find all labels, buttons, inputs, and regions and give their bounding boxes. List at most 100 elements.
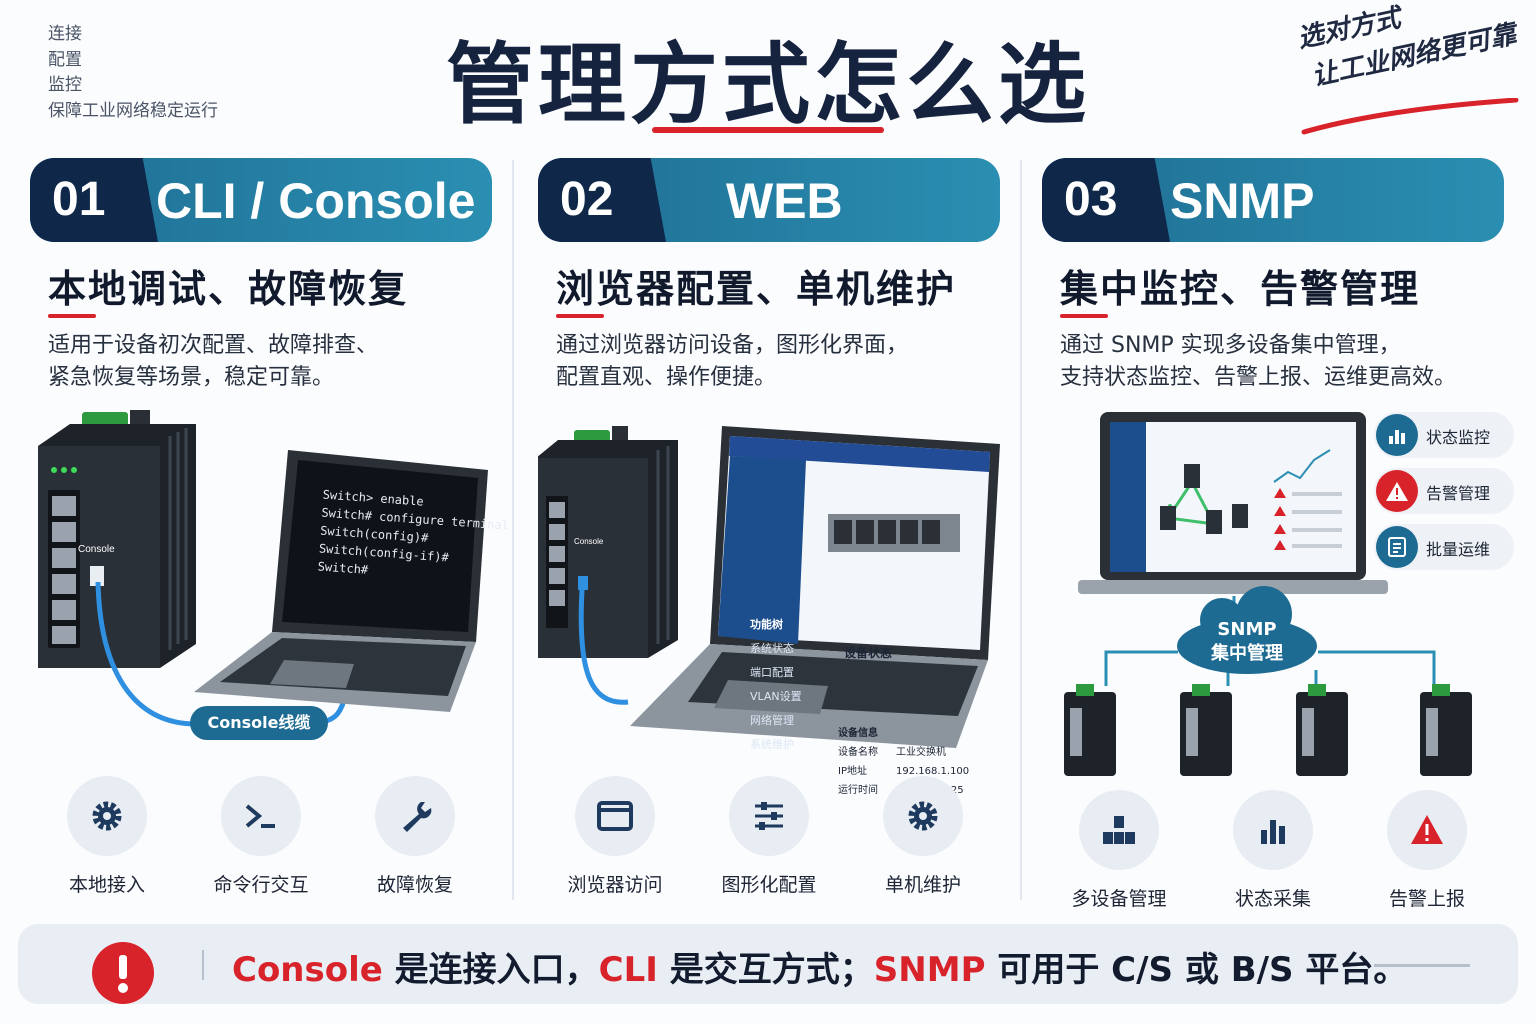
footer-highlight: CLI bbox=[598, 950, 658, 990]
page-title: 管理方式怎么选 bbox=[445, 33, 1090, 136]
footer-fragment: 是交互方式； bbox=[657, 950, 874, 990]
cloud-line: SNMP bbox=[1217, 619, 1277, 640]
tagline-line: 连接 bbox=[48, 24, 82, 44]
snmp-side-panel: 状态监控 告警管理 批量运维 bbox=[1374, 412, 1514, 580]
snmp-illustration: SNMP 集中管理 状态监控 告警管理 批量运维 bbox=[1042, 406, 1514, 776]
tagline-line: 保障工业网络稳定运行 bbox=[48, 100, 218, 121]
feature-label: 故障恢复 bbox=[376, 874, 453, 896]
console-port-label: Console bbox=[78, 544, 115, 555]
web-sidebar-menu: 功能树 系统状态 端口配置 VLAN设置 网络管理 系统维护 bbox=[750, 613, 840, 757]
feature-fault-recovery: 故障恢复 bbox=[350, 776, 480, 926]
feature-label: 状态采集 bbox=[1234, 888, 1311, 910]
monitoring-laptop-icon bbox=[1078, 412, 1388, 594]
column-cli-console: 01 CLI / Console 本地调试、故障恢复 适用于设备初次配置、故障排… bbox=[30, 158, 509, 918]
column-web: 02 WEB 浏览器配置、单机维护 通过浏览器访问设备，图形化界面， 配置直观、… bbox=[536, 158, 1000, 918]
switch-laptop-drawing: Console bbox=[38, 410, 488, 727]
info-value: 工业交换机 bbox=[896, 747, 946, 758]
feature-label: 本地接入 bbox=[68, 874, 145, 896]
web-info-row: 设备名称 工业交换机 bbox=[838, 743, 969, 762]
laptop-icon bbox=[194, 450, 488, 712]
footer-decor-line bbox=[1374, 964, 1470, 967]
web-menu-item[interactable]: 端口配置 bbox=[750, 666, 794, 679]
feature-alarm-report: 告警上报 bbox=[1362, 790, 1492, 940]
side-item-label: 状态监控 bbox=[1426, 428, 1491, 447]
feature-status-collection: 状态采集 bbox=[1208, 790, 1338, 940]
web-panel-title: 设备状态 bbox=[844, 646, 893, 660]
column-banner: 02 WEB bbox=[538, 158, 1000, 242]
description-line: 通过 SNMP 实现多设备集中管理， bbox=[1060, 333, 1401, 358]
column-description: 通过浏览器访问设备，图形化界面， 配置直观、操作便捷。 bbox=[556, 330, 996, 394]
description-line: 通过浏览器访问设备，图形化界面， bbox=[556, 333, 909, 358]
gear-icon bbox=[883, 776, 963, 856]
industrial-switch-icon bbox=[536, 426, 678, 658]
feature-multi-device: 多设备管理 bbox=[1054, 790, 1184, 940]
network-links bbox=[1104, 650, 1436, 686]
snmp-topology-drawing bbox=[1064, 412, 1472, 776]
footer-fragment: 可用于 C/S 或 B/S 平台。 bbox=[985, 950, 1408, 990]
column-snmp: 03 SNMP 集中监控、告警管理 通过 SNMP 实现多设备集中管理， 支持状… bbox=[1042, 158, 1514, 918]
tagline-line: 配置 bbox=[48, 49, 82, 70]
managed-switch-icons bbox=[1064, 692, 1472, 776]
side-item-batch-ops: 批量运维 bbox=[1374, 524, 1514, 570]
info-key: 运行时间 bbox=[838, 785, 878, 796]
console-cable-label: Console线缆 bbox=[190, 706, 328, 740]
switch-laptop-browser-drawing: Console bbox=[536, 426, 1000, 748]
description-line: 紧急恢复等场景，稳定可靠。 bbox=[48, 365, 335, 390]
browser-window-icon bbox=[575, 776, 655, 856]
cloud-icon bbox=[1177, 586, 1317, 674]
cloud-line: 集中管理 bbox=[1211, 643, 1283, 664]
footer-summary: Console 是连接入口，CLI 是交互方式；SNMP 可用于 C/S 或 B… bbox=[18, 924, 1518, 1004]
info-key: 设备名称 bbox=[838, 747, 878, 758]
banner-number-badge: 03 bbox=[1042, 158, 1170, 242]
column-heading: 集中监控、告警管理 bbox=[1060, 267, 1421, 311]
feature-label: 命令行交互 bbox=[213, 874, 309, 896]
tagline: 连接 配置 监控 保障工业网络稳定运行 bbox=[48, 22, 218, 124]
footer-highlight: SNMP bbox=[873, 950, 986, 990]
heading-accent-bar bbox=[556, 314, 604, 318]
column-heading: 浏览器配置、单机维护 bbox=[556, 267, 957, 311]
description-line: 适用于设备初次配置、故障排查、 bbox=[48, 333, 379, 358]
web-menu-item[interactable]: VLAN设置 bbox=[750, 690, 802, 703]
column-heading: 本地调试、故障恢复 bbox=[48, 267, 409, 311]
terminal-prompt-icon bbox=[221, 776, 301, 856]
banner-title: CLI / Console bbox=[156, 173, 476, 229]
web-info-title: 设备信息 bbox=[838, 728, 878, 739]
feature-label: 浏览器访问 bbox=[567, 874, 663, 896]
bar-chart-icon bbox=[1233, 790, 1313, 870]
web-info-row: IP地址 192.168.1.100 bbox=[838, 762, 969, 781]
heading-accent-bar bbox=[1060, 314, 1108, 318]
footer-separator bbox=[202, 950, 204, 980]
web-menu-item[interactable]: 系统维护 bbox=[750, 738, 794, 751]
column-divider bbox=[512, 160, 514, 900]
banner-number: 03 bbox=[1064, 173, 1118, 226]
warning-icon bbox=[1387, 790, 1467, 870]
footer-fragment: 是连接入口， bbox=[382, 950, 599, 990]
heading-accent-bar bbox=[48, 314, 96, 318]
feature-label: 图形化配置 bbox=[721, 874, 817, 896]
column-divider bbox=[1020, 160, 1022, 900]
tagline-line: 监控 bbox=[48, 75, 82, 95]
feature-cli-interaction: 命令行交互 bbox=[196, 776, 326, 926]
description-line: 支持状态监控、告警上报、运维更高效。 bbox=[1060, 365, 1457, 390]
side-item-status-monitor: 状态监控 bbox=[1374, 412, 1514, 458]
feature-label: 单机维护 bbox=[884, 874, 961, 896]
info-value: 192.168.1.100 bbox=[896, 766, 970, 777]
column-banner: 01 CLI / Console bbox=[30, 158, 492, 242]
feature-row: 多设备管理 状态采集 告警上报 bbox=[1042, 790, 1504, 940]
banner-title: WEB bbox=[726, 173, 843, 229]
side-item-label: 批量运维 bbox=[1426, 540, 1491, 559]
info-key: IP地址 bbox=[838, 766, 867, 777]
feature-label: 多设备管理 bbox=[1071, 888, 1167, 910]
list-doc-icon bbox=[1376, 526, 1418, 568]
side-item-alarm-management: 告警管理 bbox=[1374, 468, 1514, 514]
wrench-icon bbox=[375, 776, 455, 856]
web-menu-title: 功能树 bbox=[750, 618, 783, 631]
banner-number: 02 bbox=[560, 173, 614, 226]
alert-exclamation-icon bbox=[92, 942, 154, 1004]
column-description: 适用于设备初次配置、故障排查、 紧急恢复等场景，稳定可靠。 bbox=[48, 330, 488, 394]
web-menu-item[interactable]: 网络管理 bbox=[750, 714, 794, 727]
web-menu-item[interactable]: 系统状态 bbox=[750, 642, 794, 655]
feature-browser-access: 浏览器访问 bbox=[550, 776, 680, 926]
